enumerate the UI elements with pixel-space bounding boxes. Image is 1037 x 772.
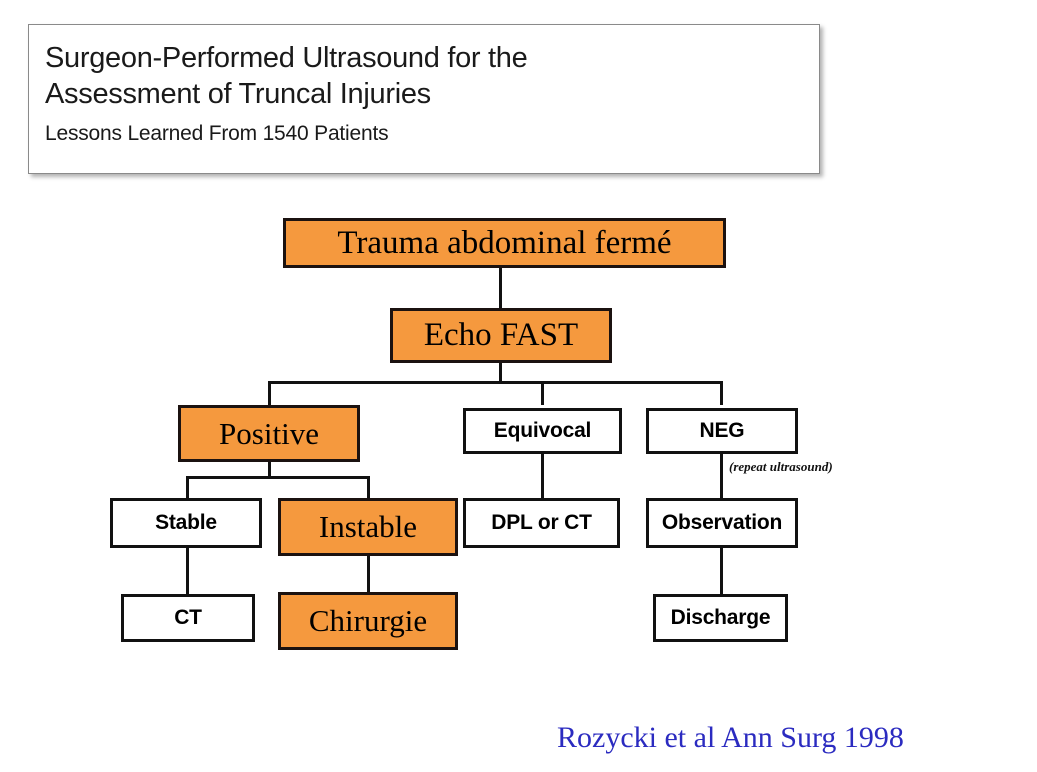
connector-bus-to-neg: [720, 381, 723, 405]
paper-title: Surgeon-Performed Ultrasound for the Ass…: [45, 42, 528, 110]
connector-bus-to-stable: [186, 476, 189, 498]
connector-stable-to-ct: [186, 548, 189, 594]
citation-reference: Rozycki et al Ann Surg 1998: [557, 721, 904, 754]
node-label: Instable: [318, 509, 418, 544]
node-discharge[interactable]: Discharge: [653, 594, 788, 642]
title-card: Surgeon-Performed Ultrasound for the Ass…: [28, 24, 820, 174]
node-label: Positive: [219, 415, 319, 451]
node-trauma-abdominal-ferme[interactable]: Trauma abdominal fermé: [283, 218, 726, 268]
node-label: CT: [174, 606, 202, 629]
node-label: Observation: [661, 511, 783, 534]
connector-root-to-fast: [499, 268, 502, 308]
node-chirurgie[interactable]: Chirurgie: [278, 592, 458, 650]
node-label: Chirurgie: [308, 603, 428, 638]
paper-subtitle: Lessons Learned From 1540 Patients: [45, 122, 389, 145]
connector-bus-level2: [268, 381, 723, 384]
node-label: Equivocal: [493, 419, 592, 442]
node-stable[interactable]: Stable: [110, 498, 262, 548]
node-ct[interactable]: CT: [121, 594, 255, 642]
connector-observation-to-discharge: [720, 548, 723, 594]
connector-bus-to-positive: [268, 381, 271, 405]
node-echo-fast[interactable]: Echo FAST: [390, 308, 612, 363]
connector-bus-to-instable: [367, 476, 370, 498]
connector-bus-to-equivocal: [541, 381, 544, 405]
annotation-repeat-ultrasound: (repeat ultrasound): [729, 459, 833, 474]
node-equivocal[interactable]: Equivocal: [463, 408, 622, 454]
connector-equivocal-to-dpl: [541, 454, 544, 498]
node-label: Discharge: [670, 606, 771, 629]
node-label: Stable: [155, 511, 217, 534]
connector-fast-to-bus: [499, 363, 502, 384]
connector-neg-to-observation: [720, 454, 723, 498]
connector-instable-to-chirurgie: [367, 556, 370, 592]
connector-positive-to-bus: [268, 462, 271, 478]
node-label: Trauma abdominal fermé: [337, 224, 672, 261]
node-instable[interactable]: Instable: [278, 498, 458, 556]
node-label: DPL or CT: [491, 511, 592, 534]
node-label: Echo FAST: [423, 317, 579, 353]
node-observation[interactable]: Observation: [646, 498, 798, 548]
node-dpl-or-ct[interactable]: DPL or CT: [463, 498, 620, 548]
node-neg[interactable]: NEG: [646, 408, 798, 454]
node-label: NEG: [699, 419, 745, 442]
connector-bus-level3-left: [186, 476, 370, 479]
node-positive[interactable]: Positive: [178, 405, 360, 462]
